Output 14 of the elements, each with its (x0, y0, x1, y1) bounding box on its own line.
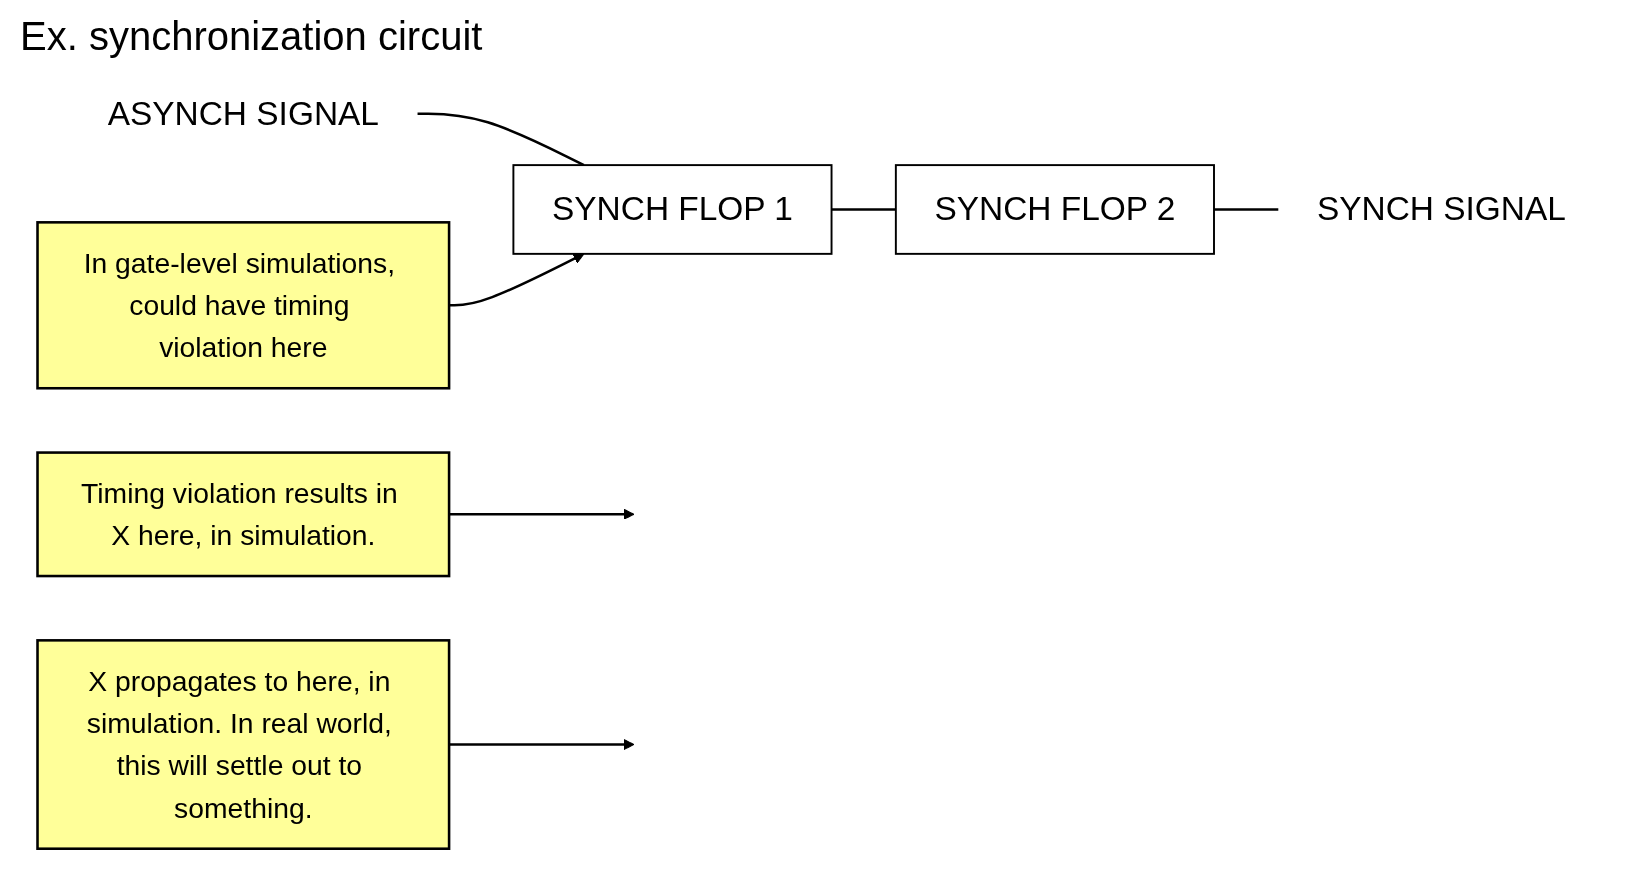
connector (831, 208, 896, 211)
node-box: SYNCH FLOP 2 (894, 164, 1215, 255)
node-box: SYNCH FLOP 1 (512, 164, 833, 255)
arrow (449, 508, 635, 520)
arrow (449, 253, 585, 307)
node-box: In gate-level simulations, could have timing violation here (36, 221, 451, 390)
node-text: ASYNCH SIGNAL (107, 93, 379, 133)
connector (1214, 208, 1279, 211)
node-box: X propagates to here, in simulation. In real world, this will settle out to something. (36, 639, 451, 850)
node-text: SYNCH SIGNAL (1316, 189, 1566, 229)
connector (417, 112, 585, 167)
arrow (449, 738, 635, 751)
title: Ex. synchronization circuit (20, 14, 483, 59)
node-box: Timing violation results in X here, in simulation. (36, 451, 451, 578)
